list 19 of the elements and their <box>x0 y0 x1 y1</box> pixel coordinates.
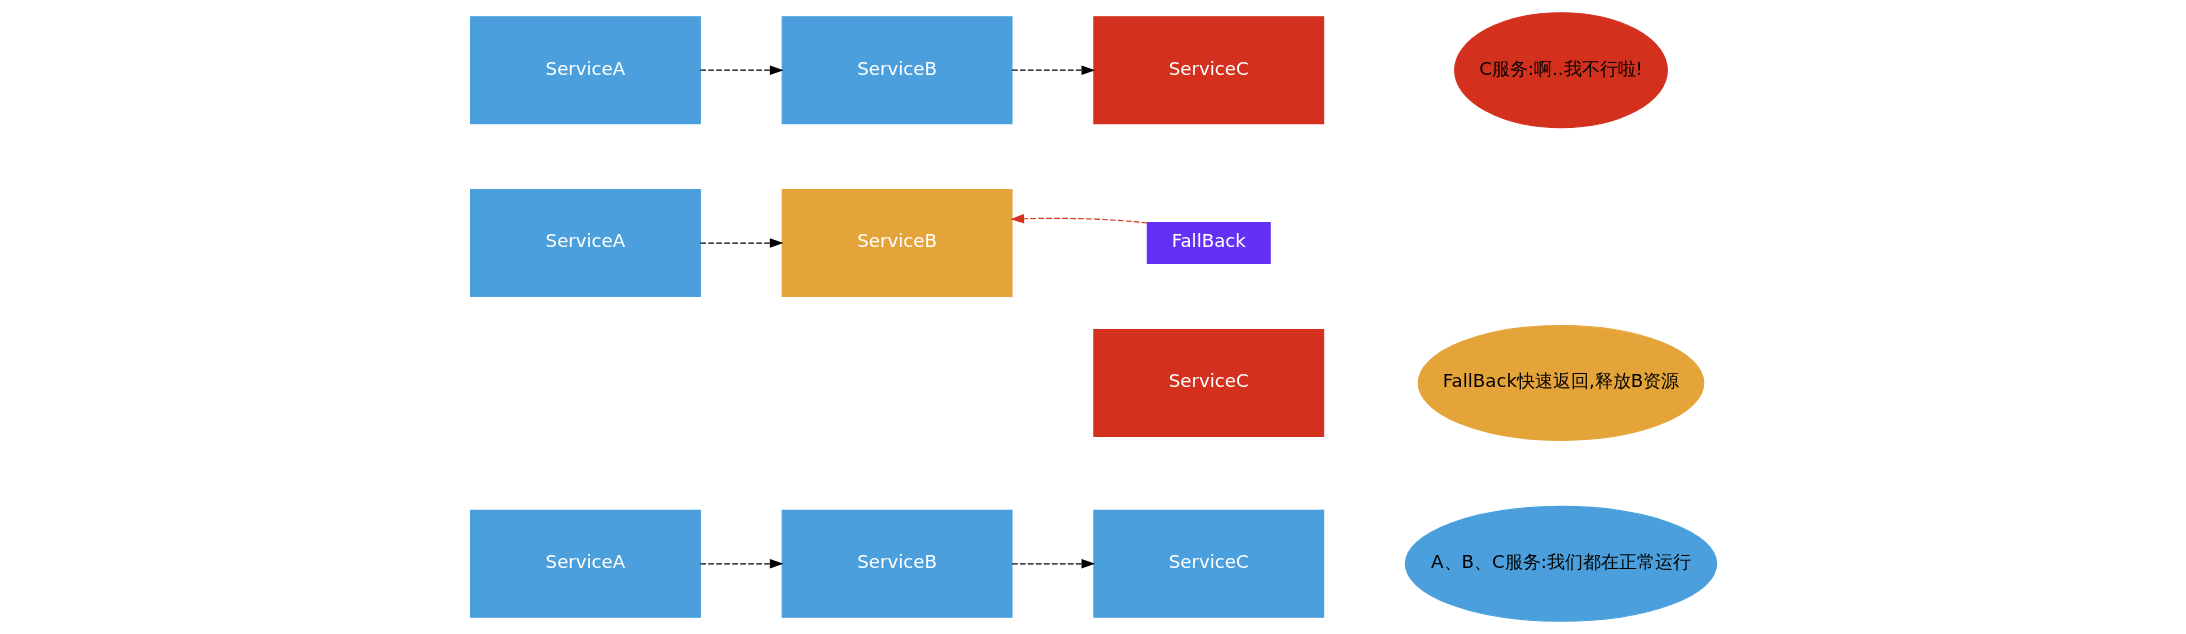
node-box: ServiceA <box>469 509 701 618</box>
node-box: ServiceB <box>781 509 1013 618</box>
node-box: FallBack <box>1146 222 1271 265</box>
arrow <box>699 559 783 569</box>
node-box: ServiceC <box>1092 509 1324 618</box>
node-box: ServiceB <box>781 16 1013 125</box>
node-ellipse: A、B、C服务:我们都在正常运行 <box>1404 505 1717 622</box>
node-box: ServiceA <box>469 189 701 298</box>
arrow <box>1009 213 1148 224</box>
node-box: ServiceA <box>469 16 701 125</box>
arrow <box>1011 65 1095 75</box>
arrow <box>699 238 783 248</box>
node-ellipse: C服务:啊..我不行啦! <box>1453 12 1668 129</box>
node-box: ServiceC <box>1092 16 1324 125</box>
node-box: ServiceB <box>781 189 1013 298</box>
node-box: ServiceC <box>1092 328 1324 437</box>
node-ellipse: FallBack快速返回,释放B资源 <box>1417 324 1704 441</box>
arrow <box>1011 559 1095 569</box>
arrow <box>699 65 783 75</box>
